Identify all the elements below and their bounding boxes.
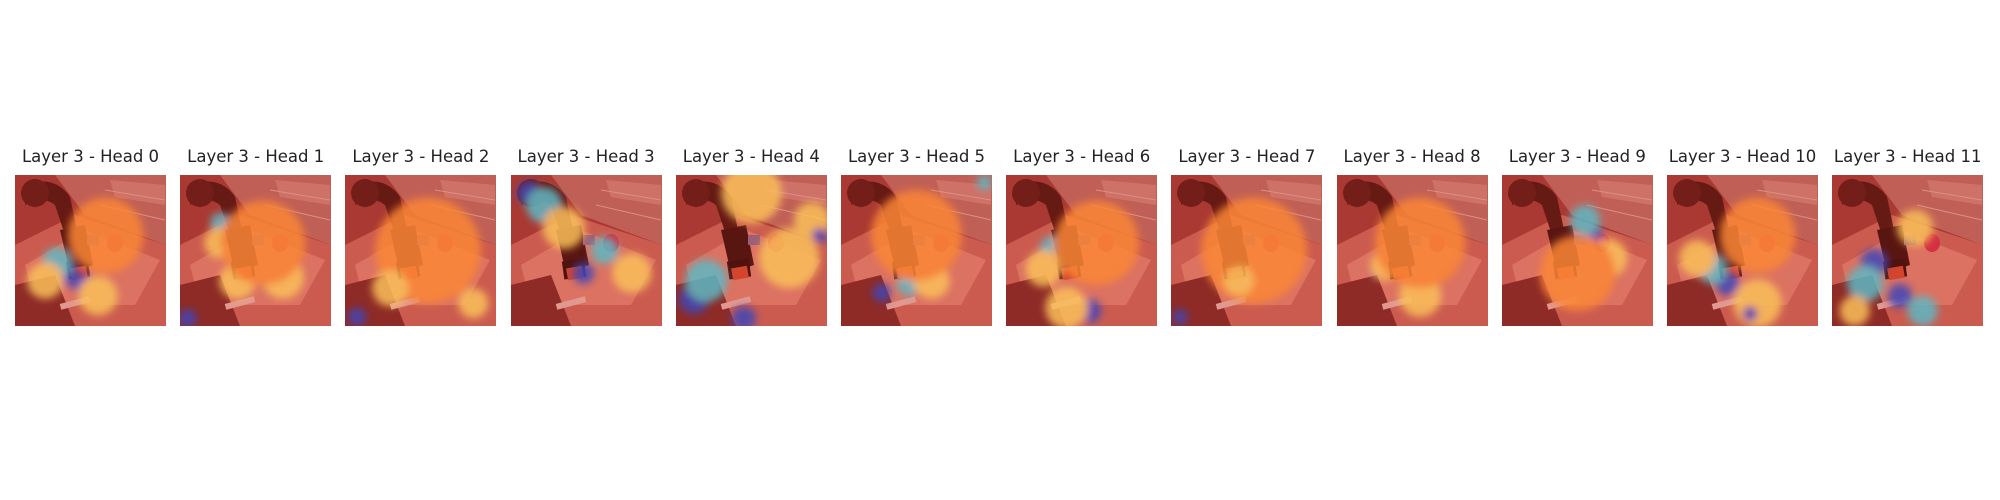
- attention-heatmap-image: [1501, 175, 1653, 326]
- panel-title: Layer 3 - Head 9: [1508, 147, 1646, 166]
- panel-title: Layer 3 - Head 2: [352, 147, 490, 166]
- panel-title: Layer 3 - Head 10: [1668, 147, 1817, 166]
- panel-title: Layer 3 - Head 4: [682, 147, 820, 166]
- attention-heatmap-image: [15, 175, 166, 326]
- panel-title: Layer 3 - Head 8: [1343, 147, 1481, 166]
- panel-title: Layer 3 - Head 3: [517, 147, 655, 166]
- panel-title: Layer 3 - Head 0: [21, 147, 160, 166]
- attention-heatmap-image: [1667, 175, 1818, 326]
- attention-heatmap-image: [1171, 175, 1323, 326]
- attention-heatmap-image: [1006, 175, 1158, 326]
- panel-title: Layer 3 - Head 5: [847, 147, 986, 166]
- panel-title: Layer 3 - Head 6: [1013, 147, 1151, 166]
- attention-heatmap-image: [1336, 175, 1488, 326]
- attention-heatmap-image: [180, 175, 332, 326]
- attention-heatmap-image: [345, 175, 497, 326]
- attention-heatmap-image: [1832, 175, 1984, 326]
- attention-heatmap-image: [510, 175, 662, 326]
- panel-title: Layer 3 - Head 7: [1178, 147, 1316, 166]
- panel-title: Layer 3 - Head 11: [1833, 147, 1982, 166]
- panel-title: Layer 3 - Head 1: [187, 147, 325, 166]
- attention-heatmap-image: [841, 175, 992, 326]
- attention-heatmap-image: [675, 175, 827, 326]
